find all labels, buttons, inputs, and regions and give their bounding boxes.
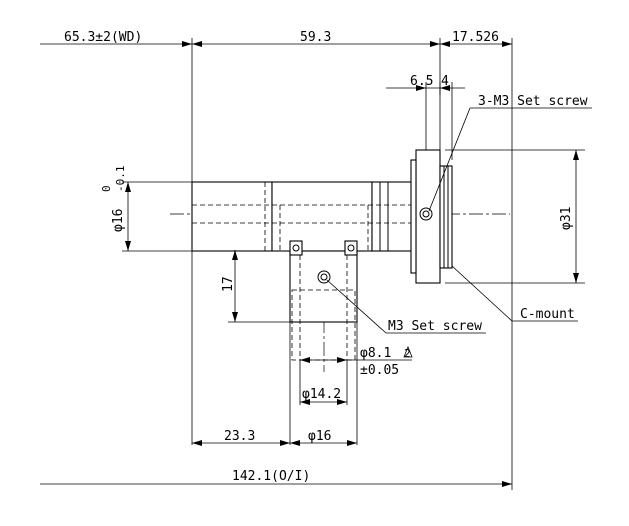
callout-m3-set-screw: M3 Set screw xyxy=(388,319,482,334)
length-59-label: 59.3 xyxy=(300,30,331,45)
tolerance-top-label: 0 xyxy=(100,185,113,192)
set-screw-flange-icon xyxy=(419,207,433,221)
height-17-label: 17 xyxy=(221,276,236,292)
port-tolerance-label: ±0.05 xyxy=(360,363,399,378)
main-tube xyxy=(191,181,273,252)
callout-labels: 3-M3 Set screw M3 Set screw C-mount xyxy=(388,94,588,334)
diameter-right-label: φ31 xyxy=(559,207,574,230)
spacing-a-label: 6.5 xyxy=(410,74,433,89)
set-screw-port-icon xyxy=(317,270,331,284)
revision-number: 2 xyxy=(404,347,411,360)
flange-step xyxy=(410,159,417,274)
port-outer-diameter-label: φ16 xyxy=(308,429,331,444)
callout-c-mount: C-mount xyxy=(520,307,575,322)
dimension-lines xyxy=(40,41,579,487)
spacing-b-label: 4 xyxy=(441,74,449,89)
offset-left-label: 23.3 xyxy=(224,429,255,444)
tolerance-bottom-label: -0.1 xyxy=(114,166,127,193)
total-length-label: 142.1(O/I) xyxy=(232,469,310,484)
working-distance-label: 65.3±2(WD) xyxy=(64,30,142,45)
side-port xyxy=(289,250,358,323)
mount-length-label: 17.526 xyxy=(452,30,499,45)
c-mount-thread xyxy=(439,165,453,269)
leader-lines xyxy=(326,107,592,334)
port-lip-right xyxy=(344,240,358,256)
port-diameter-label: φ8.1 xyxy=(360,346,391,361)
right-block xyxy=(371,181,417,252)
diameter-left-label: φ16 xyxy=(111,209,126,232)
port-inner-diameter-label: φ14.2 xyxy=(302,387,341,402)
port-lip-left xyxy=(289,240,303,256)
callout-3-set-screw: 3-M3 Set screw xyxy=(478,94,588,109)
revision-triangle-icon: 2 xyxy=(403,345,413,360)
lens-body xyxy=(191,149,453,361)
dimension-labels: 65.3±2(WD) 59.3 17.526 6.5 4 φ16 0 -0.1 … xyxy=(64,30,574,484)
